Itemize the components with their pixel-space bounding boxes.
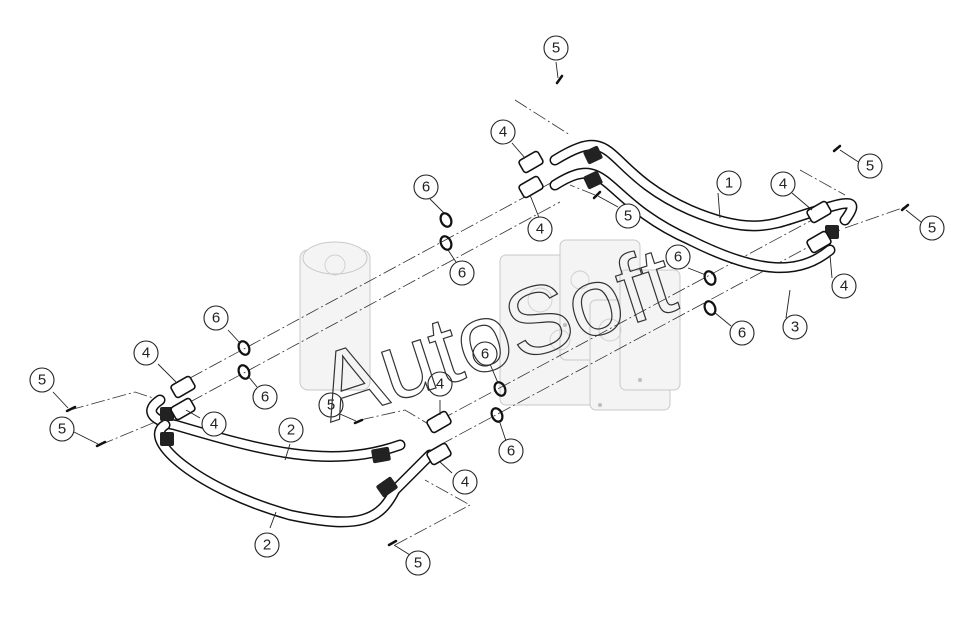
svg-text:4: 4 <box>436 376 444 393</box>
svg-text:6: 6 <box>458 265 466 282</box>
callouts: 5 4 4 5 6 6 1 4 5 5 4 6 3 6 6 6 4 5 5 4 … <box>29 35 945 576</box>
split-flanges <box>170 150 832 466</box>
callout-bolt: 5 <box>919 215 945 241</box>
callout-o-ring: 6 <box>472 341 498 367</box>
svg-text:5: 5 <box>38 372 46 389</box>
svg-text:4: 4 <box>840 278 848 295</box>
callout-flange: 4 <box>427 371 453 397</box>
callout-hose: 2 <box>278 417 304 443</box>
callout-o-ring: 6 <box>449 260 475 286</box>
svg-text:6: 6 <box>481 346 489 363</box>
callout-flange: 4 <box>452 469 478 495</box>
svg-text:5: 5 <box>866 158 874 175</box>
callout-flange: 4 <box>831 273 857 299</box>
callout-hose: 3 <box>782 314 808 340</box>
svg-text:2: 2 <box>287 422 295 439</box>
svg-text:6: 6 <box>507 443 515 460</box>
svg-text:6: 6 <box>674 249 682 266</box>
svg-text:3: 3 <box>791 319 799 336</box>
svg-text:4: 4 <box>499 124 507 141</box>
hoses <box>146 139 858 528</box>
svg-text:4: 4 <box>210 416 218 433</box>
callout-bolt: 5 <box>405 550 431 576</box>
svg-text:5: 5 <box>414 555 422 572</box>
svg-text:4: 4 <box>536 221 544 238</box>
callout-o-ring: 6 <box>729 320 755 346</box>
callout-bolt: 5 <box>857 153 883 179</box>
callout-o-ring: 6 <box>665 244 691 270</box>
callout-flange: 4 <box>133 340 159 366</box>
svg-text:5: 5 <box>624 208 632 225</box>
callout-flange: 4 <box>490 119 516 145</box>
bolts <box>65 74 910 547</box>
callout-o-ring: 6 <box>413 174 439 200</box>
svg-text:4: 4 <box>461 474 469 491</box>
control-valve-block <box>299 239 681 411</box>
svg-text:4: 4 <box>779 176 787 193</box>
svg-text:4: 4 <box>142 345 150 362</box>
callout-o-ring: 6 <box>252 384 278 410</box>
svg-text:5: 5 <box>58 421 66 438</box>
callout-hose: 1 <box>716 170 742 196</box>
callout-bolt: 5 <box>29 367 55 393</box>
callout-flange: 4 <box>201 411 227 437</box>
callout-bolt: 5 <box>615 203 641 229</box>
callout-flange: 4 <box>770 171 796 197</box>
svg-text:6: 6 <box>738 325 746 342</box>
leader-lines <box>52 61 922 556</box>
callout-o-ring: 6 <box>203 305 229 331</box>
svg-text:2: 2 <box>263 537 271 554</box>
svg-text:5: 5 <box>552 40 560 57</box>
svg-text:5: 5 <box>928 220 936 237</box>
callout-o-ring: 6 <box>498 438 524 464</box>
hose-fittings <box>160 145 839 498</box>
o-rings <box>237 212 717 423</box>
svg-text:6: 6 <box>422 179 430 196</box>
callout-bolt: 5 <box>49 416 75 442</box>
svg-text:6: 6 <box>212 310 220 327</box>
callout-bolt: 5 <box>543 35 569 61</box>
callout-hose: 2 <box>254 532 280 558</box>
svg-text:1: 1 <box>725 175 733 192</box>
callout-flange: 4 <box>527 216 553 242</box>
svg-text:5: 5 <box>327 397 335 414</box>
svg-text:6: 6 <box>261 389 269 406</box>
callout-bolt: 5 <box>318 392 344 418</box>
